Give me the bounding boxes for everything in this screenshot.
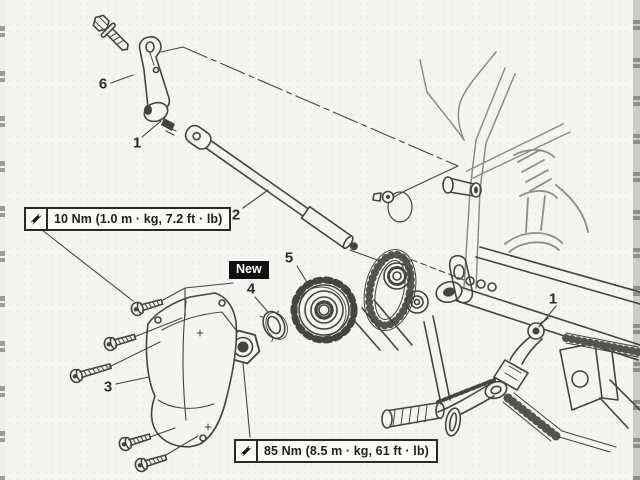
pinch-bolt [92, 14, 129, 51]
sprocket-cover [145, 282, 238, 448]
engine-sprocket-area [351, 191, 429, 351]
ball-joint-left [143, 101, 177, 136]
wrench-icon [236, 441, 258, 461]
callout-3: 3 [103, 378, 113, 396]
callout-1-right: 1 [548, 290, 558, 308]
rod-ball-end [372, 190, 395, 204]
new-part-tag: New [229, 261, 269, 279]
shift-rod [184, 124, 358, 251]
callout-5: 5 [284, 249, 294, 267]
callout-1-left: 1 [132, 134, 142, 152]
shift-pedal-assembly [381, 317, 549, 437]
wrench-icon [26, 209, 48, 229]
drive-sprocket [290, 276, 358, 344]
frame-outline [419, 51, 571, 289]
scan-edge-right [633, 0, 640, 480]
leader-lines [41, 74, 557, 438]
torque-box-10nm: 10 Nm (1.0 m · kg, 7.2 ft · lb) [24, 207, 232, 231]
torque-box-85nm: 85 Nm (8.5 m · kg, 61 ft · lb) [234, 439, 438, 463]
callout-6: 6 [98, 75, 108, 93]
torque-value: 85 Nm (8.5 m · kg, 61 ft · lb) [264, 444, 429, 458]
cover-bolts [68, 294, 199, 474]
rear-shock-spring [504, 149, 589, 253]
callout-4: 4 [246, 280, 256, 298]
torque-value: 10 Nm (1.0 m · kg, 7.2 ft · lb) [54, 212, 223, 226]
footrest-bracket [559, 342, 640, 429]
swingarm [423, 176, 640, 405]
shift-arm [138, 36, 171, 114]
scan-edge-left [0, 0, 5, 480]
drive-chain [502, 332, 640, 453]
callout-2: 2 [231, 206, 241, 224]
assembly-centerlines [160, 46, 465, 281]
lock-washer [259, 310, 288, 342]
